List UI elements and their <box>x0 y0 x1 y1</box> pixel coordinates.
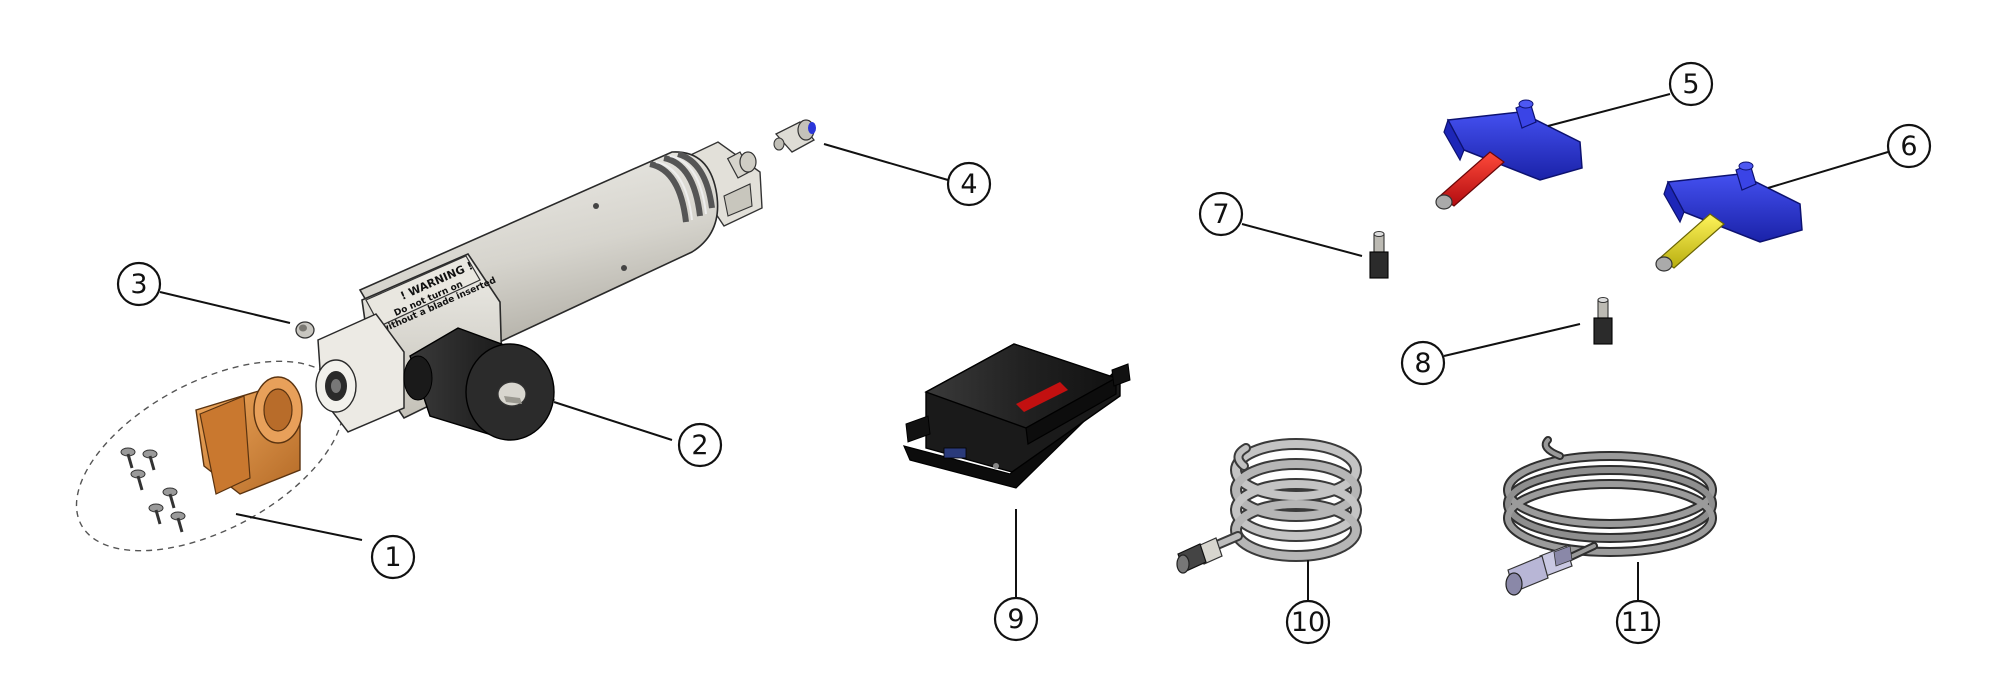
callout-8: 8 <box>1400 340 1446 386</box>
callout-6-label: 6 <box>1900 131 1917 162</box>
leader-6 <box>1767 151 1889 189</box>
part-3-set-screw <box>295 321 315 339</box>
flanged-bushing <box>195 376 303 495</box>
leader-4 <box>823 143 949 181</box>
leader-8 <box>1443 323 1581 357</box>
callout-7-label: 7 <box>1212 199 1229 230</box>
callout-bubbles: 1 2 3 4 5 6 7 8 <box>116 61 1932 645</box>
part-6-handle-yellow <box>1655 161 1803 272</box>
part-1-bushing-kit <box>75 360 345 552</box>
callout-5-label: 5 <box>1682 69 1699 100</box>
callout-2-label: 2 <box>691 430 708 461</box>
leader-1 <box>235 513 363 541</box>
leader-7 <box>1241 223 1363 257</box>
part-2-main-spindle: ! WARNING ! Do not turn on without a bla… <box>315 141 763 441</box>
callout-3: 3 <box>116 261 162 307</box>
callout-7: 7 <box>1198 191 1244 237</box>
callout-11-label: 11 <box>1621 607 1655 638</box>
callout-10: 10 <box>1285 599 1331 645</box>
part-11-cable <box>1503 436 1717 596</box>
callout-5: 5 <box>1668 61 1714 107</box>
front-nose <box>315 313 405 433</box>
leader-3 <box>159 291 291 324</box>
callout-6: 6 <box>1886 123 1932 169</box>
leader-lines <box>159 93 1889 601</box>
part-7-standoff <box>1369 231 1389 279</box>
screws <box>120 447 186 533</box>
side-knob <box>403 327 555 441</box>
callout-1: 1 <box>370 534 416 580</box>
part-10-cable <box>1176 438 1362 574</box>
callout-10-label: 10 <box>1291 607 1325 638</box>
callout-8-label: 8 <box>1414 348 1431 379</box>
part-8-standoff <box>1593 297 1613 345</box>
callout-11: 11 <box>1615 599 1661 645</box>
callout-4: 4 <box>946 161 992 207</box>
callout-2: 2 <box>677 422 723 468</box>
callout-4-label: 4 <box>960 169 977 200</box>
callout-9: 9 <box>993 596 1039 642</box>
part-9-controller <box>902 343 1131 489</box>
leader-5 <box>1547 93 1671 127</box>
leader-2 <box>553 401 673 441</box>
cooling-rings <box>649 151 715 223</box>
callout-1-label: 1 <box>384 542 401 573</box>
part-4-fitting <box>773 119 816 153</box>
callout-9-label: 9 <box>1007 604 1024 635</box>
callout-3-label: 3 <box>130 269 147 300</box>
part-5-handle-red <box>1435 99 1583 210</box>
